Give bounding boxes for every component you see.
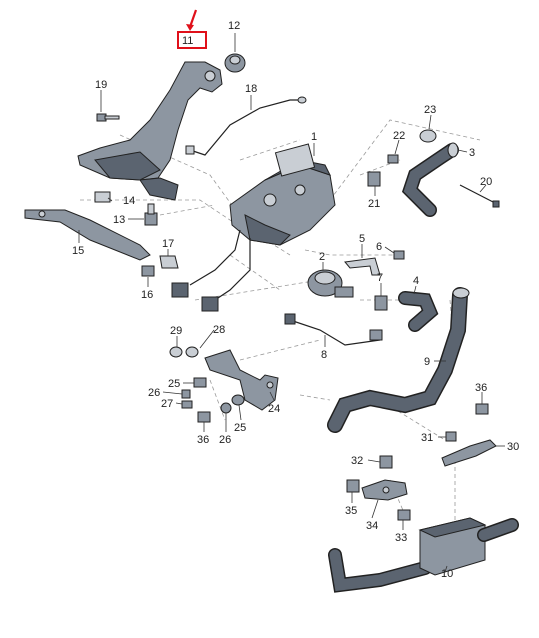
callout-35[interactable]: 35 xyxy=(345,505,357,517)
highlight-arrow xyxy=(188,9,198,28)
callout-30[interactable]: 30 xyxy=(507,441,519,453)
part-1-pump-unit[interactable] xyxy=(229,143,336,246)
callout-10[interactable]: 10 xyxy=(441,568,453,580)
callout-3[interactable]: 3 xyxy=(469,147,475,159)
callout-16[interactable]: 16 xyxy=(141,289,153,301)
part-16-nut[interactable] xyxy=(141,265,155,277)
callout-13[interactable]: 13 xyxy=(113,214,125,226)
part-26-bolt-b[interactable] xyxy=(220,402,232,414)
part-15-bracket[interactable] xyxy=(24,209,151,261)
part-19-bolt[interactable] xyxy=(96,113,120,122)
part-18-sensor-cable[interactable] xyxy=(185,96,307,156)
callout-36-b[interactable]: 36 xyxy=(475,382,487,394)
callout-2[interactable]: 2 xyxy=(319,251,325,263)
highlight-marker xyxy=(177,9,207,49)
part-20-tie[interactable] xyxy=(459,184,500,208)
part-9-hose[interactable] xyxy=(327,287,470,433)
part-36-nut-b[interactable] xyxy=(475,403,489,415)
callout-29[interactable]: 29 xyxy=(170,325,182,337)
callout-8[interactable]: 8 xyxy=(321,349,327,361)
callout-32[interactable]: 32 xyxy=(351,455,363,467)
part-21-valve[interactable] xyxy=(367,171,381,187)
callout-33[interactable]: 33 xyxy=(395,532,407,544)
part-22-bolt[interactable] xyxy=(387,154,399,164)
part-5-bracket[interactable] xyxy=(344,257,381,276)
part-12-grommet[interactable] xyxy=(224,53,246,73)
part-4-hose[interactable] xyxy=(398,291,439,332)
part-8-sensor[interactable] xyxy=(284,313,383,346)
callout-9[interactable]: 9 xyxy=(424,356,430,368)
callout-24[interactable]: 24 xyxy=(268,403,280,415)
callout-22[interactable]: 22 xyxy=(393,130,405,142)
callout-4[interactable]: 4 xyxy=(413,275,419,287)
callout-25-b[interactable]: 25 xyxy=(234,422,246,434)
part-6-bolt[interactable] xyxy=(393,250,405,260)
part-3-hose[interactable] xyxy=(401,142,459,217)
part-24-bracket[interactable] xyxy=(204,349,279,411)
part-33-bolt[interactable] xyxy=(397,509,411,521)
highlight-box xyxy=(177,31,207,49)
callout-7[interactable]: 7 xyxy=(377,272,383,284)
callout-20[interactable]: 20 xyxy=(480,176,492,188)
part-13-nut[interactable] xyxy=(144,203,158,226)
callout-18[interactable]: 18 xyxy=(245,83,257,95)
callout-34[interactable]: 34 xyxy=(366,520,378,532)
part-2-air-pump[interactable] xyxy=(307,269,354,298)
part-35-bolt[interactable] xyxy=(346,479,360,493)
callout-labels: 11 12 19 18 1 23 22 3 20 21 14 13 15 17 … xyxy=(72,20,519,580)
callout-11[interactable]: 11 xyxy=(182,35,193,47)
part-10-intercooler[interactable] xyxy=(328,517,519,593)
callout-14[interactable]: 14 xyxy=(123,195,135,207)
part-23-hose-clamp[interactable] xyxy=(419,129,437,143)
part-14-clip[interactable] xyxy=(94,191,111,203)
callout-27[interactable]: 27 xyxy=(161,398,173,410)
part-7-clip[interactable] xyxy=(374,295,388,311)
callout-26-a[interactable]: 26 xyxy=(148,387,160,399)
callout-1[interactable]: 1 xyxy=(311,131,317,143)
callout-36-a[interactable]: 36 xyxy=(197,434,209,446)
part-1-harness xyxy=(171,229,251,312)
callout-28[interactable]: 28 xyxy=(213,324,225,336)
callout-26-b[interactable]: 26 xyxy=(219,434,231,446)
part-28-washer[interactable] xyxy=(185,346,199,358)
part-25-sleeve-a[interactable] xyxy=(193,377,207,388)
highlight-arrow-head xyxy=(186,24,194,31)
part-34-bracket[interactable] xyxy=(361,479,408,501)
callout-25-a[interactable]: 25 xyxy=(168,378,180,390)
callout-23[interactable]: 23 xyxy=(424,104,436,116)
callout-12[interactable]: 12 xyxy=(228,20,240,32)
part-32-mount[interactable] xyxy=(379,455,393,469)
callout-5[interactable]: 5 xyxy=(359,233,365,245)
part-17-clip[interactable] xyxy=(159,255,179,269)
part-11-bracket[interactable] xyxy=(77,61,223,201)
callout-19[interactable]: 19 xyxy=(95,79,107,91)
leader-lines xyxy=(78,33,505,573)
callout-31[interactable]: 31 xyxy=(421,432,433,444)
part-36-nut-a[interactable] xyxy=(197,411,211,423)
callout-17[interactable]: 17 xyxy=(162,238,174,250)
part-26-bolt-a[interactable] xyxy=(181,389,191,399)
callout-15[interactable]: 15 xyxy=(72,245,84,257)
part-29-washer[interactable] xyxy=(169,346,183,358)
part-30-bracket[interactable] xyxy=(441,439,497,467)
part-25-sleeve-b[interactable] xyxy=(231,394,245,406)
part-27-bolt[interactable] xyxy=(181,400,193,409)
part-31-bolt[interactable] xyxy=(445,431,457,442)
callout-6[interactable]: 6 xyxy=(376,241,382,253)
callout-21[interactable]: 21 xyxy=(368,198,380,210)
